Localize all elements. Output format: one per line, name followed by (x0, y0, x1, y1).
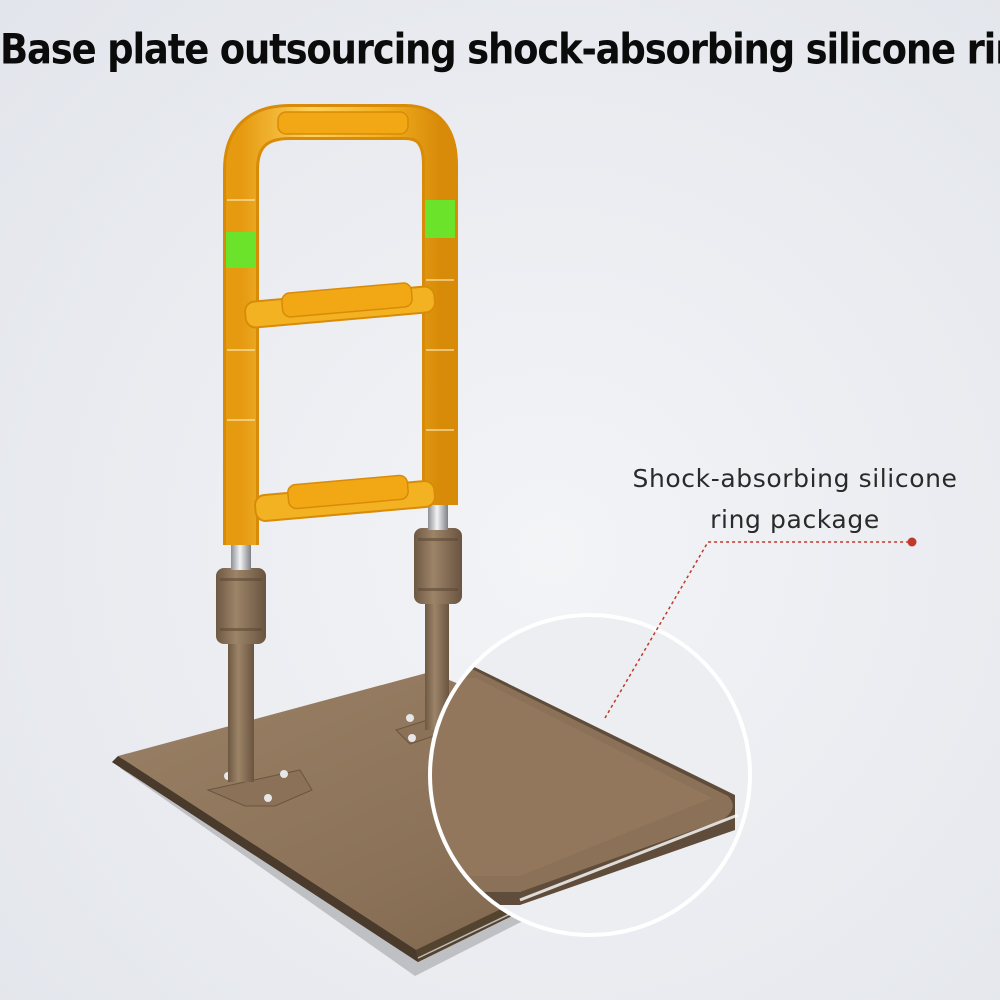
zoom-detail (428, 613, 752, 937)
callout-leader (604, 537, 917, 719)
callout-line-1: Shock-absorbing silicone (632, 464, 958, 493)
chrome-tube (231, 500, 448, 570)
callout-line-2: ring package (710, 505, 880, 534)
handle-frame (223, 104, 458, 545)
callout-label: Shock-absorbing silicone ring package (600, 458, 990, 540)
support-leg (216, 528, 462, 782)
headline: Base plate outsourcing shock-absorbing s… (0, 25, 1000, 74)
